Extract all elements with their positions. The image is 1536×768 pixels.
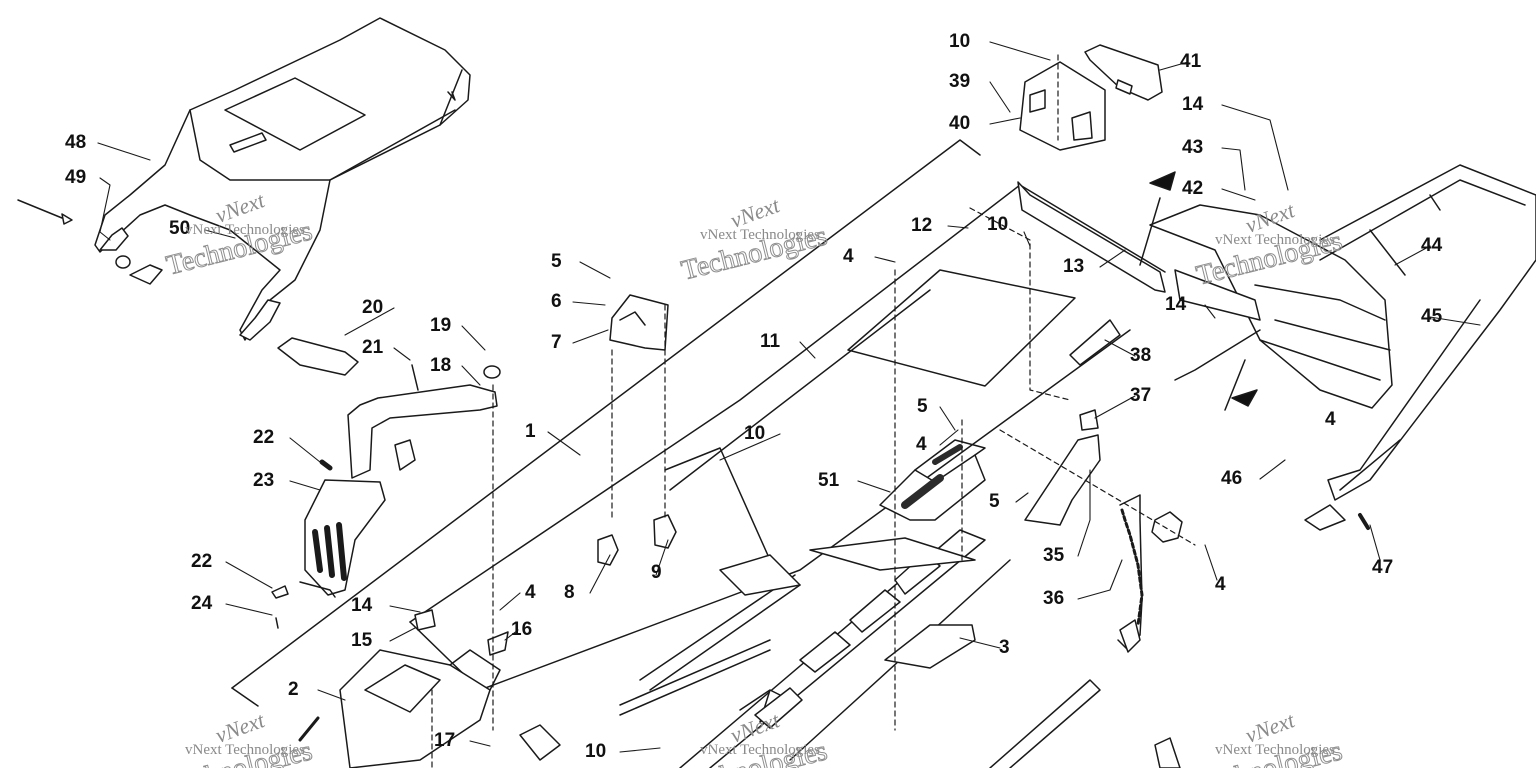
fastener-49 (17, 199, 73, 225)
callout-51[interactable]: 51 (818, 470, 840, 491)
callout-4[interactable]: 4 (843, 246, 854, 267)
bracket-part-15 (414, 609, 436, 631)
callout-39[interactable]: 39 (949, 71, 971, 92)
footrest-part[interactable] (298, 649, 501, 768)
gear-part (1151, 511, 1183, 543)
callout-42[interactable]: 42 (1182, 178, 1204, 199)
tail-section-part[interactable] (1149, 204, 1393, 409)
bracket-part-41[interactable] (1084, 44, 1163, 101)
watermark-line2: vNext Technologies (185, 742, 305, 758)
callout-12[interactable]: 12 (911, 215, 933, 236)
seat-part[interactable] (94, 17, 471, 341)
callout-8[interactable]: 8 (564, 582, 575, 603)
callout-7[interactable]: 7 (551, 332, 562, 353)
callout-10[interactable]: 10 (585, 741, 607, 762)
callout-38[interactable]: 38 (1130, 345, 1152, 366)
bracket-part-16 (487, 631, 509, 656)
callout-10[interactable]: 10 (744, 423, 766, 444)
gear-part-9 (653, 514, 677, 549)
tunnel-part[interactable] (231, 139, 1166, 761)
callout-37[interactable]: 37 (1130, 385, 1152, 406)
callout-46[interactable]: 46 (1221, 468, 1243, 489)
rail-part-13 (1017, 181, 1166, 293)
callout-2[interactable]: 2 (288, 679, 299, 700)
callout-44[interactable]: 44 (1421, 235, 1443, 256)
callout-1[interactable]: 1 (525, 421, 536, 442)
bracket-part-1160 (1154, 737, 1181, 768)
callout-4[interactable]: 4 (916, 434, 927, 455)
callout-15[interactable]: 15 (351, 630, 373, 651)
callout-49[interactable]: 49 (65, 167, 87, 188)
callout-10[interactable]: 10 (949, 31, 971, 52)
callout-13[interactable]: 13 (1063, 256, 1085, 277)
watermark-line2: vNext Technologies (185, 222, 305, 238)
watermark-line2: vNext Technologies (700, 227, 820, 243)
grab-handle-part[interactable] (347, 364, 501, 479)
callout-5[interactable]: 5 (917, 396, 928, 417)
callout-41[interactable]: 41 (1180, 51, 1202, 72)
callout-18[interactable]: 18 (430, 355, 452, 376)
plate-part-35 (1024, 434, 1101, 526)
callout-14[interactable]: 14 (1165, 294, 1187, 315)
callout-47[interactable]: 47 (1372, 557, 1394, 578)
cover-part-20 (277, 337, 359, 376)
bracket-part-40[interactable] (1019, 61, 1106, 151)
callout-22[interactable]: 22 (191, 551, 213, 572)
callout-17[interactable]: 17 (434, 730, 456, 751)
callout-14[interactable]: 14 (1182, 94, 1204, 115)
callout-40[interactable]: 40 (949, 113, 971, 134)
callout-11[interactable]: 11 (760, 331, 781, 352)
gear-part-8 (597, 534, 619, 566)
callout-20[interactable]: 20 (362, 297, 384, 318)
callout-36[interactable]: 36 (1043, 588, 1065, 609)
callout-3[interactable]: 3 (999, 637, 1010, 658)
heat-shield-part[interactable] (271, 459, 386, 629)
callout-21[interactable]: 21 (362, 337, 384, 358)
arrow-pointer (1149, 171, 1176, 191)
callout-6[interactable]: 6 (551, 291, 562, 312)
callout-45[interactable]: 45 (1421, 306, 1443, 327)
callout-4[interactable]: 4 (1325, 409, 1336, 430)
callout-48[interactable]: 48 (65, 132, 87, 153)
callout-5[interactable]: 5 (989, 491, 1000, 512)
callout-14[interactable]: 14 (351, 595, 373, 616)
callout-9[interactable]: 9 (651, 562, 662, 583)
plate-part-38 (1069, 319, 1121, 366)
callout-16[interactable]: 16 (511, 619, 533, 640)
callout-22[interactable]: 22 (253, 427, 275, 448)
callout-19[interactable]: 19 (430, 315, 452, 336)
seat-bumper-part[interactable] (115, 255, 163, 285)
arrow-pointer (1231, 389, 1258, 407)
running-board-part[interactable] (679, 529, 1101, 768)
watermark-line2: vNext Technologies (1215, 232, 1335, 248)
part-51[interactable] (879, 439, 986, 521)
callout-23[interactable]: 23 (253, 470, 275, 491)
bracket-part-7[interactable] (609, 294, 669, 351)
watermark-line2: vNext Technologies (700, 742, 820, 758)
callout-50[interactable]: 50 (169, 218, 191, 239)
callout-4[interactable]: 4 (525, 582, 536, 603)
callout-35[interactable]: 35 (1043, 545, 1065, 566)
rear-bumper-part[interactable] (1304, 164, 1536, 531)
callout-43[interactable]: 43 (1182, 137, 1204, 158)
rail-part-36[interactable] (1117, 494, 1144, 653)
callout-24[interactable]: 24 (191, 593, 213, 614)
callout-10[interactable]: 10 (987, 214, 1009, 235)
callout-4[interactable]: 4 (1215, 574, 1226, 595)
callout-5[interactable]: 5 (551, 251, 562, 272)
watermark-line2: vNext Technologies (1215, 742, 1335, 758)
bracket-part-37 (1079, 409, 1099, 431)
